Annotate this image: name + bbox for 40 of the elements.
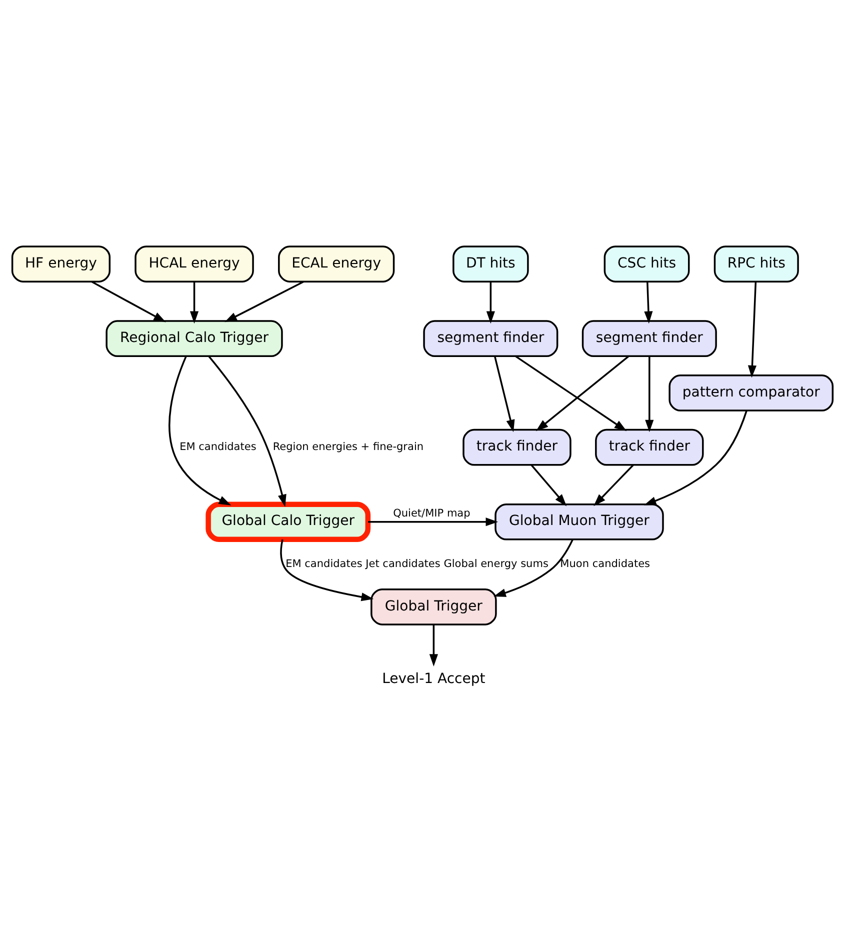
arrow [91, 280, 166, 322]
node-box: Global Calo Trigger [206, 502, 371, 542]
arrow [530, 464, 567, 506]
edge-label: Muon candidates [560, 558, 650, 570]
arrow [486, 282, 495, 324]
node-box: HF energy [11, 246, 111, 282]
edge-label: EM candidates [180, 441, 256, 454]
edge-label: EM candidates Jet candidates Global energy sums [286, 558, 548, 570]
node-box: segment finder [423, 320, 558, 357]
arrow [644, 410, 748, 506]
arrow [224, 280, 304, 322]
arrow [594, 464, 634, 506]
arrow [494, 356, 515, 432]
arrow [208, 356, 286, 507]
arrow [644, 282, 653, 324]
node-box: HCAL energy [134, 246, 254, 282]
node-box: Regional Calo Trigger [106, 320, 283, 357]
arrow [748, 282, 757, 378]
arrow [645, 356, 654, 432]
node-box: ECAL energy [278, 246, 395, 282]
node-box: RPC hits [714, 246, 799, 282]
arrow [168, 356, 232, 506]
arrow [429, 624, 438, 666]
node-box: track finder [462, 428, 572, 466]
arrow [514, 355, 627, 432]
node-box: Global Trigger [370, 588, 497, 626]
node-box: segment finder [582, 320, 717, 357]
node-box: CSC hits [604, 246, 690, 282]
arrow [280, 539, 374, 602]
edge-label: Region energies + fine-grain [272, 441, 424, 454]
arrow [368, 518, 498, 526]
node-box: Global Muon Trigger [494, 503, 664, 540]
edge-label: Quiet/MIP map [393, 507, 470, 520]
arrow [494, 539, 574, 597]
node-text: Level-1 Accept [382, 671, 486, 688]
node-box: pattern comparator [668, 374, 834, 412]
node-box: track finder [595, 428, 704, 466]
node-box: DT hits [452, 246, 529, 282]
arrow [536, 356, 630, 432]
arrow [190, 282, 199, 324]
